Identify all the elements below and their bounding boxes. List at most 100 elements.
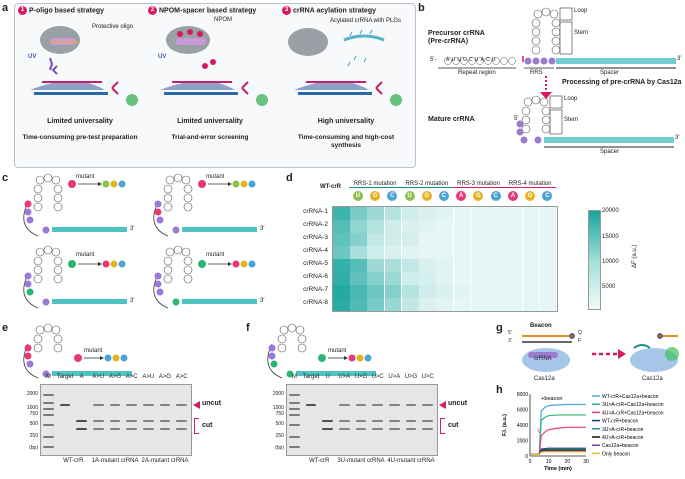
heatmap-cell [384,259,402,272]
heatmap-cell [488,233,505,246]
heatmap-col-header: U [404,191,415,201]
gel-band [289,394,300,396]
gel-band [43,402,54,404]
heatmap-cell [470,220,488,233]
gel-band [355,428,367,430]
gel-band [93,428,104,430]
gel-band [43,408,54,410]
beacon-annotation: +beacon [541,396,562,402]
gel-band [322,420,333,422]
heatmap-cell [401,285,419,298]
npom-label: NPOM [214,17,232,23]
gel-band [305,404,317,406]
gel-band [76,428,87,430]
panel-label-h: h [496,384,503,396]
heatmap-cell [488,259,505,272]
heatmap-cell [367,233,385,246]
legend-label: Only beacon [602,451,630,457]
gel-band [389,404,400,406]
heatmap-cell [367,259,385,272]
heatmap-row-label: crRNA-8 [303,299,328,306]
strategy-2-illustration [160,26,268,106]
heatmap-col-header: A [456,191,467,201]
heatmap-cell [539,233,557,246]
stem-label-1: Stem [574,30,589,36]
gel-ladder-label: 500 [29,421,38,427]
heatmap-cell [419,298,436,311]
heatmap-cell [401,259,419,272]
heatmap-cell [333,233,350,246]
gel-ladder-label: 250 [29,433,38,439]
y-tick-label: 0 [525,454,528,460]
heatmap-cell [505,298,523,311]
three-prime-1: 3' [677,56,682,62]
mutant-label-f: mutant [328,348,347,354]
gel-lane-label: U>G [404,374,418,380]
processing-label: Processing of pre-crRNA by Cas12a [562,79,682,86]
heatmap-cell [350,298,367,311]
gel-band [289,402,300,404]
wt-crr-header: WT-crR [320,184,341,190]
gel-band [389,420,400,422]
mutant-label-c4: mutant [206,252,225,258]
heatmap-cell [453,272,471,285]
legend-label: 4U>A-crR+Cas12a+beacon [602,410,664,416]
heatmap-cell [539,259,557,272]
gel-band [43,436,54,438]
colorbar-label: ΔF (a.u.) [632,244,638,268]
heatmap-cell [505,207,523,220]
heatmap-cell [522,207,540,220]
heatmap-cell [453,259,471,272]
loop-label-2: Loop [564,96,578,102]
gel-ladder-label: 2000 [272,391,284,397]
panel-label-e: e [2,322,9,334]
gel-band [422,404,433,406]
heatmap-cell [419,259,436,272]
heatmap-cell [436,259,454,272]
heatmap-group-header: RRS-4 mutation [504,181,556,188]
heatmap-row-label: crRNA-3 [303,234,328,241]
heatmap-cell [350,259,367,272]
heatmap-cell [384,298,402,311]
heatmap-cell [384,233,402,246]
heatmap-cell [505,259,523,272]
acylated-crrna-label: Acylated crRNA with PLGs [330,18,402,24]
spacer-label-2: Spacer [600,149,620,155]
gel-lane-label: U [325,374,330,380]
heatmap-cell [333,220,350,233]
heatmap-cell [436,233,454,246]
gel-lane-label: U>C [371,374,384,380]
panel-g-illustration [522,333,679,372]
gel-lane-label: A>G [108,374,122,380]
heatmap-cell [539,220,557,233]
heatmap-cell [453,207,471,220]
heatmap-cell [453,220,471,233]
gel-band [289,424,300,426]
strategy-3-limit: High universality [317,118,375,125]
heatmap-cell [367,220,385,233]
beacon-label: Beacon [530,323,552,329]
gel-band [43,446,54,448]
heatmap-cell [539,298,557,311]
gel-band [339,428,350,430]
heatmap-cell [350,207,367,220]
heatmap-col-header: U [352,191,363,201]
y-tick-label: 4000 [517,423,528,429]
repeat-seq: AUUUCUACU [446,57,498,63]
y-axis-label: F.I. (a.u.) [502,414,508,436]
heatmap-cell [401,220,419,233]
panel-f-structure [267,323,376,379]
gel-band [109,404,121,406]
heatmap-cell [522,259,540,272]
gel-ladder-label: 1000 [26,405,38,411]
three-prime-c1: 3' [130,226,135,232]
y-tick-label: 6000 [517,408,528,414]
heatmap-cell [522,285,540,298]
five-prime-g: 5' [508,330,512,336]
gel-ladder-label: 750 [275,411,284,417]
beacon-arrow-annotation: V [537,429,541,435]
gel-band [126,404,137,406]
gel-band [289,436,300,438]
cut-bracket [440,418,445,434]
